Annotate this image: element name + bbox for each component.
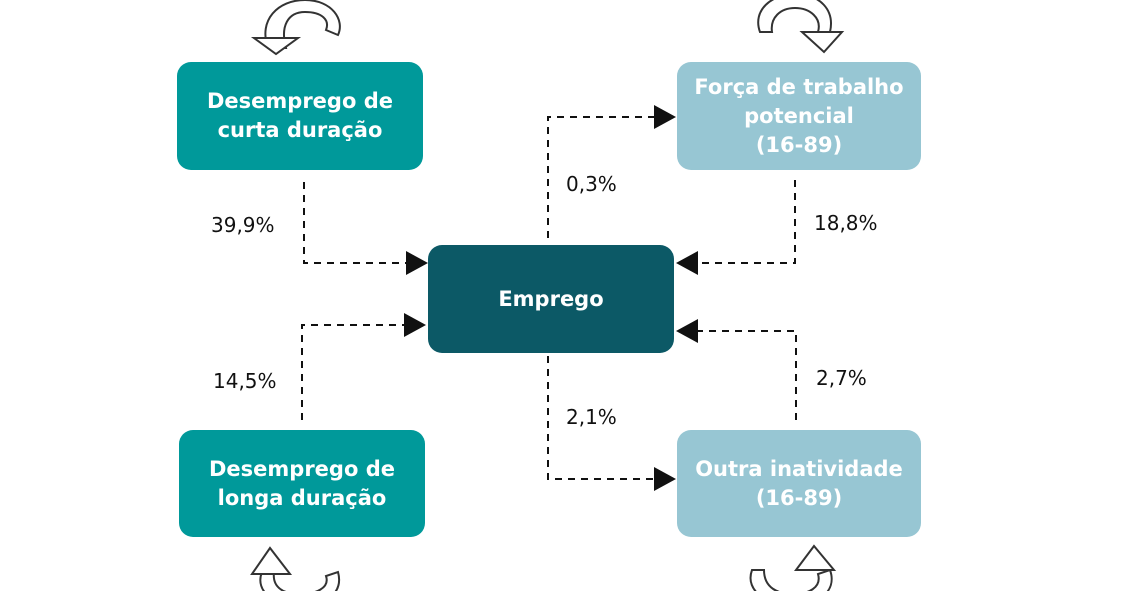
flow-line-long-to-employment bbox=[301, 324, 408, 420]
arrowhead-employment-to-potential bbox=[654, 105, 676, 129]
flow-value-short-to-employment: 39,9% bbox=[211, 213, 275, 237]
node-label: Desemprego de curta duração bbox=[207, 89, 393, 142]
node-label: Desemprego de longa duração bbox=[209, 456, 395, 510]
flow-line-other-to-employment bbox=[694, 330, 797, 420]
flow-value-employment-to-potential: 0,3% bbox=[566, 172, 617, 196]
flow-line-short-to-employment bbox=[303, 182, 410, 264]
flow-value-long-to-employment: 14,5% bbox=[213, 369, 277, 393]
node-label: Força de trabalho potencial (16-89) bbox=[694, 74, 904, 157]
arrowhead-other-to-employment bbox=[676, 319, 698, 343]
flow-value-potential-to-employment: 18,8% bbox=[814, 211, 878, 235]
node-long-term-unemployment: Desemprego de longa duração bbox=[179, 430, 425, 537]
arrowhead-short-to-employment bbox=[406, 251, 428, 275]
self-loop-potential-icon bbox=[757, 0, 845, 54]
arrowhead-long-to-employment bbox=[404, 313, 426, 337]
flow-line-potential-to-employment bbox=[694, 180, 796, 264]
self-loop-short-term-icon bbox=[250, 0, 341, 56]
flow-value-employment-to-other: 2,1% bbox=[566, 405, 617, 429]
node-label: Emprego bbox=[498, 286, 604, 311]
arrowhead-employment-to-other bbox=[654, 467, 676, 491]
self-loop-other-icon bbox=[749, 544, 837, 591]
node-potential-labour-force: Força de trabalho potencial (16-89) bbox=[677, 62, 921, 170]
flow-line-employment-to-other bbox=[547, 356, 656, 480]
node-employment: Emprego bbox=[428, 245, 674, 353]
node-label: Outra inatividade (16-89) bbox=[695, 456, 903, 510]
flow-line-employment-to-potential bbox=[547, 116, 656, 238]
self-loop-long-term-icon bbox=[250, 546, 341, 591]
arrowhead-potential-to-employment bbox=[676, 251, 698, 275]
node-other-inactivity: Outra inatividade (16-89) bbox=[677, 430, 921, 537]
flow-value-other-to-employment: 2,7% bbox=[816, 366, 867, 390]
node-short-term-unemployment: Desemprego de curta duração bbox=[177, 62, 423, 170]
